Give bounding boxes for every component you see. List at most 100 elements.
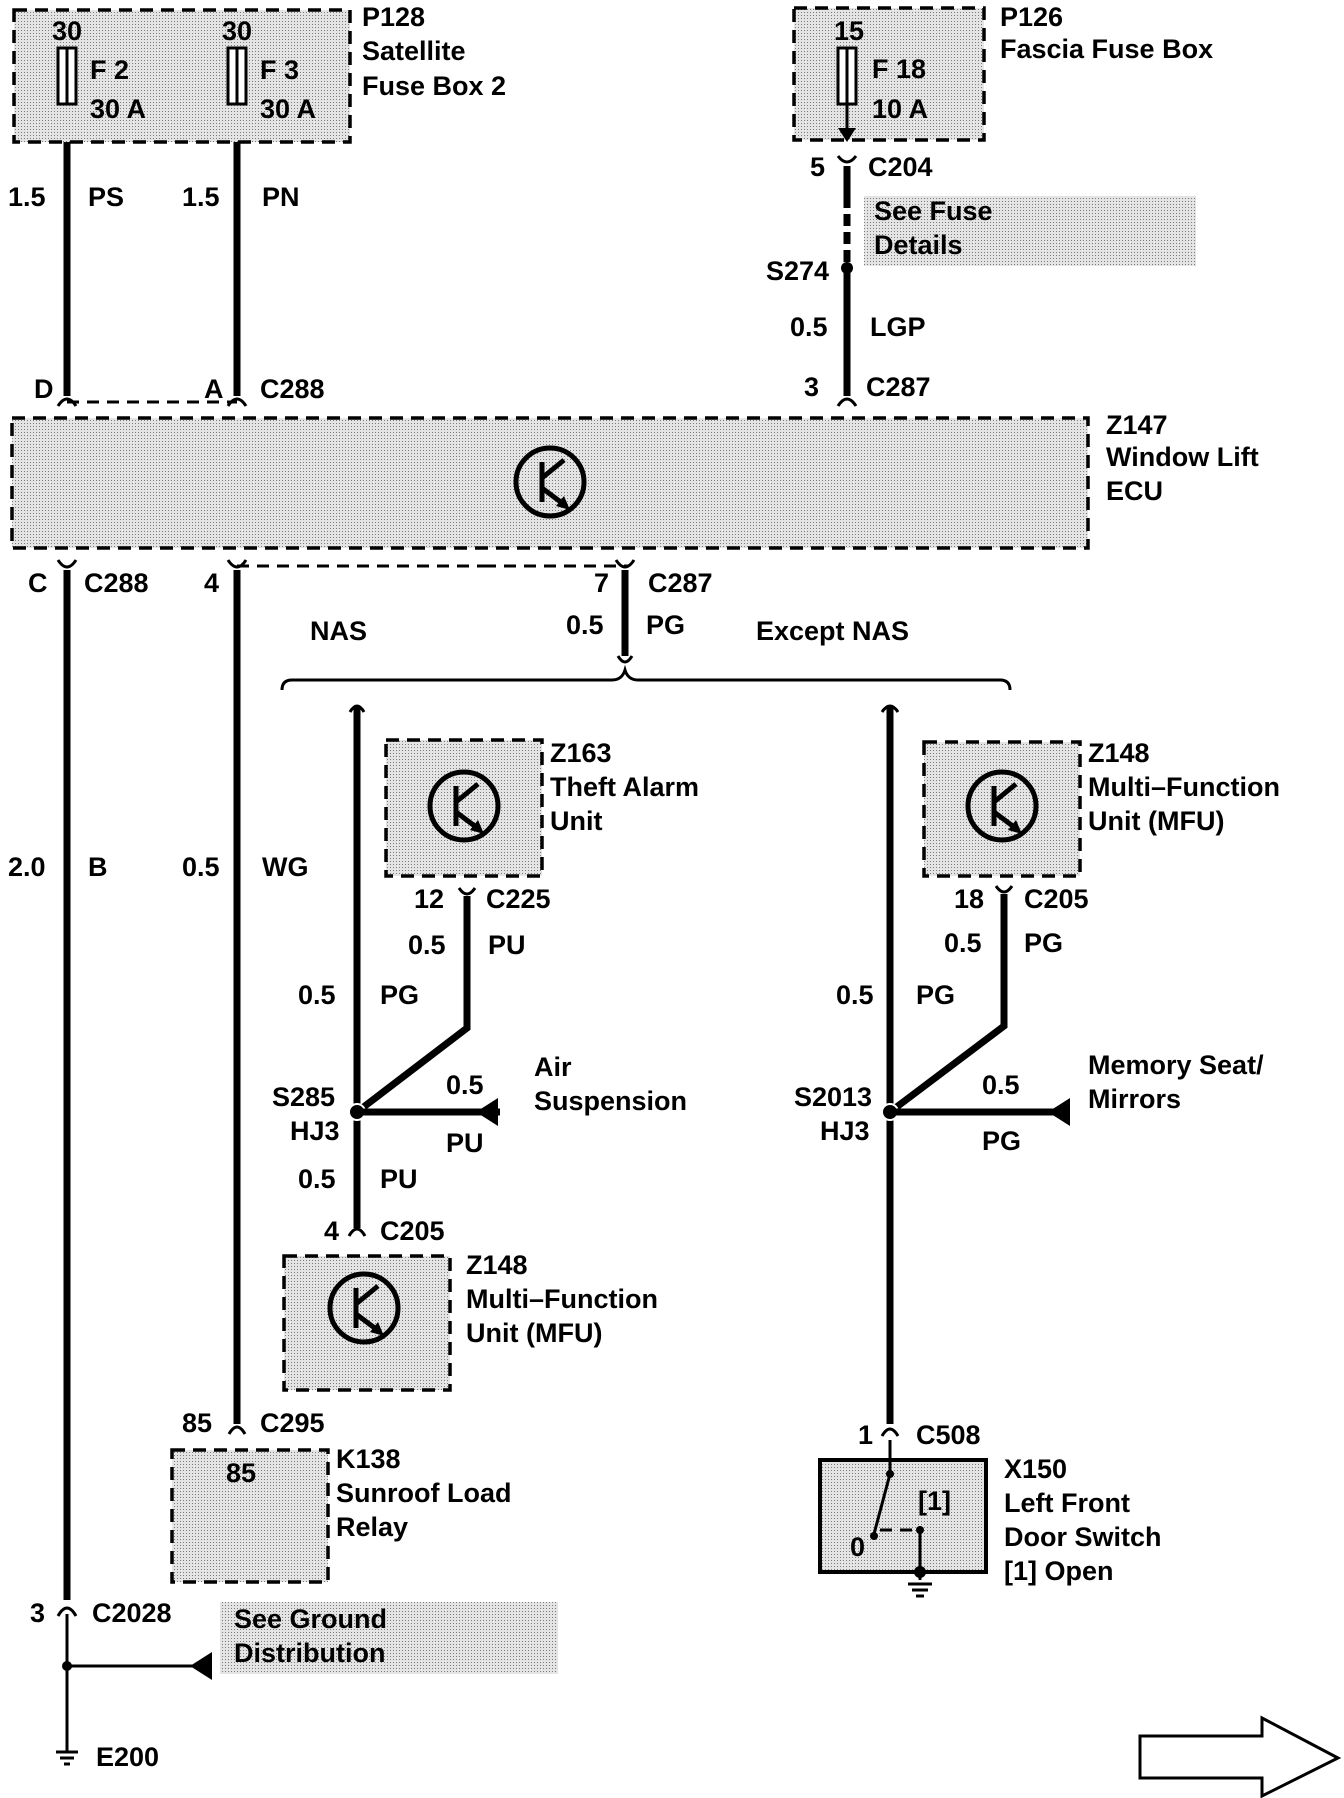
p128-id: P128 bbox=[362, 2, 425, 32]
c508-pin: 1 bbox=[858, 1420, 873, 1450]
except-pg-color-b: PG bbox=[916, 980, 955, 1010]
mem-size: 0.5 bbox=[982, 1070, 1020, 1100]
connector-c295 bbox=[227, 1425, 247, 1435]
air-label-line2: Suspension bbox=[534, 1086, 687, 1116]
wire-pn-size: 1.5 bbox=[182, 182, 220, 212]
wire-lgp-size: 0.5 bbox=[790, 312, 828, 342]
z147-window-lift-ecu bbox=[10, 416, 1090, 550]
connector-c205-except bbox=[994, 885, 1014, 894]
c205-except-pin: 18 bbox=[954, 884, 984, 914]
x150-id: X150 bbox=[1004, 1454, 1067, 1484]
c205-nas-label: C205 bbox=[380, 1216, 445, 1246]
fuse-f3-pin: 30 bbox=[222, 16, 252, 46]
c295-label: C295 bbox=[260, 1408, 325, 1438]
x150-door-switch bbox=[818, 1458, 988, 1574]
option-nas: NAS bbox=[310, 616, 367, 646]
c204-pin: 5 bbox=[810, 152, 825, 182]
connector-c225 bbox=[457, 887, 477, 896]
fuse-f3-name: F 3 bbox=[260, 55, 299, 85]
fuse-f18-pin: 15 bbox=[834, 16, 864, 46]
s274-label: S274 bbox=[766, 256, 829, 286]
k138-name-line2: Relay bbox=[336, 1512, 408, 1542]
nas-out-size: 0.5 bbox=[298, 1164, 336, 1194]
fuse-details-line1: See Fuse bbox=[874, 196, 993, 226]
k138-sunroof-load-relay bbox=[170, 1448, 330, 1584]
c225-pin: 12 bbox=[414, 884, 444, 914]
wire-pn-color: PN bbox=[262, 182, 300, 212]
s2013-label: S2013 bbox=[794, 1082, 872, 1112]
pin-7: 7 bbox=[594, 568, 609, 598]
z147-id: Z147 bbox=[1106, 410, 1168, 440]
z147-name-line1: Window Lift bbox=[1106, 442, 1259, 472]
wire-pg-size: 0.5 bbox=[566, 610, 604, 640]
mem-color: PG bbox=[982, 1126, 1021, 1156]
c2028-pin: 3 bbox=[30, 1598, 45, 1628]
x150-ground-node bbox=[914, 1566, 926, 1578]
c205-except-label: C205 bbox=[1024, 884, 1089, 914]
air-label-line1: Air bbox=[534, 1052, 572, 1082]
connector-pg-end bbox=[616, 655, 634, 664]
x150-name-line1: Left Front bbox=[1004, 1488, 1130, 1518]
fuse-f2-pin: 30 bbox=[52, 16, 82, 46]
connector-c288-a bbox=[226, 397, 248, 407]
except-pg-size-a: 0.5 bbox=[944, 928, 982, 958]
z163-id: Z163 bbox=[550, 738, 612, 768]
z148-right-name-line2: Unit (MFU) bbox=[1088, 806, 1224, 836]
fuse-f2-name: F 2 bbox=[90, 55, 129, 85]
wire-b-size: 2.0 bbox=[8, 852, 46, 882]
z163-name-line2: Unit bbox=[550, 806, 602, 836]
ground-e200-icon bbox=[56, 1750, 78, 1766]
e200-label: E200 bbox=[96, 1742, 159, 1772]
fuse-f2-rating: 30 A bbox=[90, 94, 146, 124]
c287-top-label: C287 bbox=[866, 372, 931, 402]
connector-c204 bbox=[836, 155, 858, 164]
pin-a: A bbox=[204, 374, 224, 404]
pin-4: 4 bbox=[204, 568, 219, 598]
option-bracket bbox=[280, 664, 1012, 691]
nas-pg-color: PG bbox=[380, 980, 419, 1010]
nas-pu-size: 0.5 bbox=[408, 930, 446, 960]
nas-pg-size: 0.5 bbox=[298, 980, 336, 1010]
wire-lgp-color: LGP bbox=[870, 312, 926, 342]
k138-pin-label: 85 bbox=[226, 1458, 256, 1488]
wire-except-pg-a bbox=[887, 894, 1008, 1115]
k138-name-line1: Sunroof Load bbox=[336, 1478, 511, 1508]
connector-c205-nas bbox=[347, 1227, 367, 1237]
s2013-sub: HJ3 bbox=[820, 1116, 870, 1146]
z148-mfu-right bbox=[922, 740, 1082, 878]
connector-c288-4 bbox=[226, 559, 248, 569]
ground-distribution-arrow-icon bbox=[190, 1652, 212, 1680]
air-color: PU bbox=[446, 1128, 484, 1158]
p128-name-line2: Fuse Box 2 bbox=[362, 71, 506, 101]
z163-name-line1: Theft Alarm bbox=[550, 772, 699, 802]
z148-right-name-line1: Multi–Function bbox=[1088, 772, 1280, 802]
p126-fuse-box: 15 F 18 10 A bbox=[792, 6, 986, 142]
wire-wg-size: 0.5 bbox=[182, 852, 220, 882]
wire-ps-size: 1.5 bbox=[8, 182, 46, 212]
mem-label-line1: Memory Seat/ bbox=[1088, 1050, 1264, 1080]
c287-top-pin: 3 bbox=[804, 372, 819, 402]
except-pg-size-b: 0.5 bbox=[836, 980, 874, 1010]
fuse-details-line2: Details bbox=[874, 230, 963, 260]
nas-out-color: PU bbox=[380, 1164, 418, 1194]
fuse-details-note bbox=[864, 196, 1196, 266]
ground-note-line1: See Ground bbox=[234, 1604, 387, 1634]
next-page-arrow-icon[interactable] bbox=[1138, 1715, 1342, 1798]
connector-c2028 bbox=[56, 1606, 78, 1617]
connector-c287-top bbox=[836, 397, 858, 407]
air-suspension-arrow-icon bbox=[476, 1098, 498, 1126]
c225-label: C225 bbox=[486, 884, 551, 914]
p126-name: Fascia Fuse Box bbox=[1000, 34, 1213, 64]
fuse-f18-rating: 10 A bbox=[872, 94, 928, 124]
p126-id: P126 bbox=[1000, 2, 1063, 32]
z147-name-line2: ECU bbox=[1106, 476, 1163, 506]
nas-pu-color: PU bbox=[488, 930, 526, 960]
z148-right-id: Z148 bbox=[1088, 738, 1150, 768]
p128-fuse-box: 30 F 2 30 A 30 F 3 30 A bbox=[12, 8, 352, 144]
wire-ps-color: PS bbox=[88, 182, 124, 212]
z148-left-name-line1: Multi–Function bbox=[466, 1284, 658, 1314]
p128-name-line1: Satellite bbox=[362, 36, 466, 66]
ground-distribution-note bbox=[220, 1602, 558, 1674]
c2028-label: C2028 bbox=[92, 1598, 172, 1628]
